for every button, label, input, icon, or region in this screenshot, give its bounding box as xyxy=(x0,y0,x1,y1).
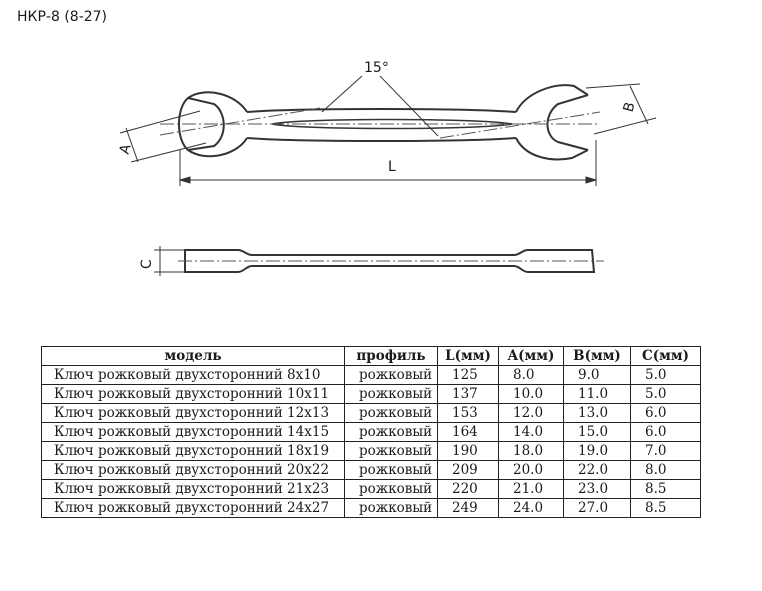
table-row: Ключ рожковый двухсторонний 8x10 рожковы… xyxy=(41,365,701,385)
cell-L: 249 xyxy=(437,498,499,518)
dimension-L-label: L xyxy=(388,159,396,175)
cell-B: 15.0 xyxy=(563,422,631,442)
cell-A: 20.0 xyxy=(498,460,564,480)
cell-A: 14.0 xyxy=(498,422,564,442)
wrench-side-view xyxy=(184,249,596,273)
column-header-B: B(мм) xyxy=(563,346,631,366)
cell-model: Ключ рожковый двухсторонний 12x13 xyxy=(41,403,345,423)
cell-L: 209 xyxy=(437,460,499,480)
cell-model: Ключ рожковый двухсторонний 18x19 xyxy=(41,441,345,461)
dimension-A-label: A xyxy=(117,142,135,156)
cell-B: 27.0 xyxy=(563,498,631,518)
cell-C: 7.0 xyxy=(630,441,701,461)
cell-B: 11.0 xyxy=(563,384,631,404)
dimension-C-label: C xyxy=(139,259,155,269)
dimension-B xyxy=(585,83,657,135)
cell-A: 8.0 xyxy=(498,365,564,385)
column-header-model: модель xyxy=(41,346,345,366)
cell-model: Ключ рожковый двухсторонний 10x11 xyxy=(41,384,345,404)
column-header-profile: профиль xyxy=(344,346,438,366)
table-row: Ключ рожковый двухсторонний 10x11 рожков… xyxy=(41,384,701,404)
cell-A: 24.0 xyxy=(498,498,564,518)
dimension-C xyxy=(154,246,186,276)
table-row: Ключ рожковый двухсторонний 21x23 рожков… xyxy=(41,479,701,499)
cell-L: 190 xyxy=(437,441,499,461)
spec-table: модель профиль L(мм) A(мм) B(мм) C(мм) К… xyxy=(41,346,701,518)
dimension-B-label: B xyxy=(621,100,639,113)
cell-B: 9.0 xyxy=(563,365,631,385)
cell-L: 125 xyxy=(437,365,499,385)
cell-A: 10.0 xyxy=(498,384,564,404)
table-row: Ключ рожковый двухсторонний 12x13 рожков… xyxy=(41,403,701,423)
cell-C: 8.0 xyxy=(630,460,701,480)
cell-L: 220 xyxy=(437,479,499,499)
cell-profile: рожковый xyxy=(344,498,438,518)
table-row: Ключ рожковый двухсторонний 20x22 рожков… xyxy=(41,460,701,480)
cell-C: 5.0 xyxy=(630,384,701,404)
cell-profile: рожковый xyxy=(344,403,438,423)
page-title: НКР-8 (8-27) xyxy=(17,9,108,25)
cell-model: Ключ рожковый двухсторонний 14x15 xyxy=(41,422,345,442)
table-row: Ключ рожковый двухсторонний 18x19 рожков… xyxy=(41,441,701,461)
cell-A: 12.0 xyxy=(498,403,564,423)
cell-B: 19.0 xyxy=(563,441,631,461)
cell-C: 6.0 xyxy=(630,422,701,442)
cell-C: 8.5 xyxy=(630,479,701,499)
cell-profile: рожковый xyxy=(344,365,438,385)
cell-model: Ключ рожковый двухсторонний 24x27 xyxy=(41,498,345,518)
table-row: Ключ рожковый двухсторонний 14x15 рожков… xyxy=(41,422,701,442)
table-header-row: модель профиль L(мм) A(мм) B(мм) C(мм) xyxy=(41,346,701,366)
cell-profile: рожковый xyxy=(344,384,438,404)
cell-L: 153 xyxy=(437,403,499,423)
cell-C: 8.5 xyxy=(630,498,701,518)
cell-A: 21.0 xyxy=(498,479,564,499)
cell-A: 18.0 xyxy=(498,441,564,461)
cell-L: 137 xyxy=(437,384,499,404)
table-row: Ключ рожковый двухсторонний 24x27 рожков… xyxy=(41,498,701,518)
dimension-L xyxy=(178,140,598,186)
cell-L: 164 xyxy=(437,422,499,442)
cell-B: 13.0 xyxy=(563,403,631,423)
cell-B: 23.0 xyxy=(563,479,631,499)
dimension-A xyxy=(119,110,207,163)
column-header-A: A(мм) xyxy=(498,346,564,366)
cell-profile: рожковый xyxy=(344,422,438,442)
angle-label: 15° xyxy=(364,60,389,76)
wrench-drawing: 15° L A B C xyxy=(117,60,657,276)
cell-C: 6.0 xyxy=(630,403,701,423)
column-header-L: L(мм) xyxy=(437,346,499,366)
cell-model: Ключ рожковый двухсторонний 8x10 xyxy=(41,365,345,385)
cell-profile: рожковый xyxy=(344,479,438,499)
wrench-top-view xyxy=(178,84,589,161)
cell-model: Ключ рожковый двухсторонний 20x22 xyxy=(41,460,345,480)
cell-B: 22.0 xyxy=(563,460,631,480)
angle-indicator xyxy=(321,75,439,137)
cell-model: Ключ рожковый двухсторонний 21x23 xyxy=(41,479,345,499)
column-header-C: C(мм) xyxy=(630,346,701,366)
cell-profile: рожковый xyxy=(344,441,438,461)
center-lines xyxy=(159,107,601,139)
cell-profile: рожковый xyxy=(344,460,438,480)
cell-C: 5.0 xyxy=(630,365,701,385)
